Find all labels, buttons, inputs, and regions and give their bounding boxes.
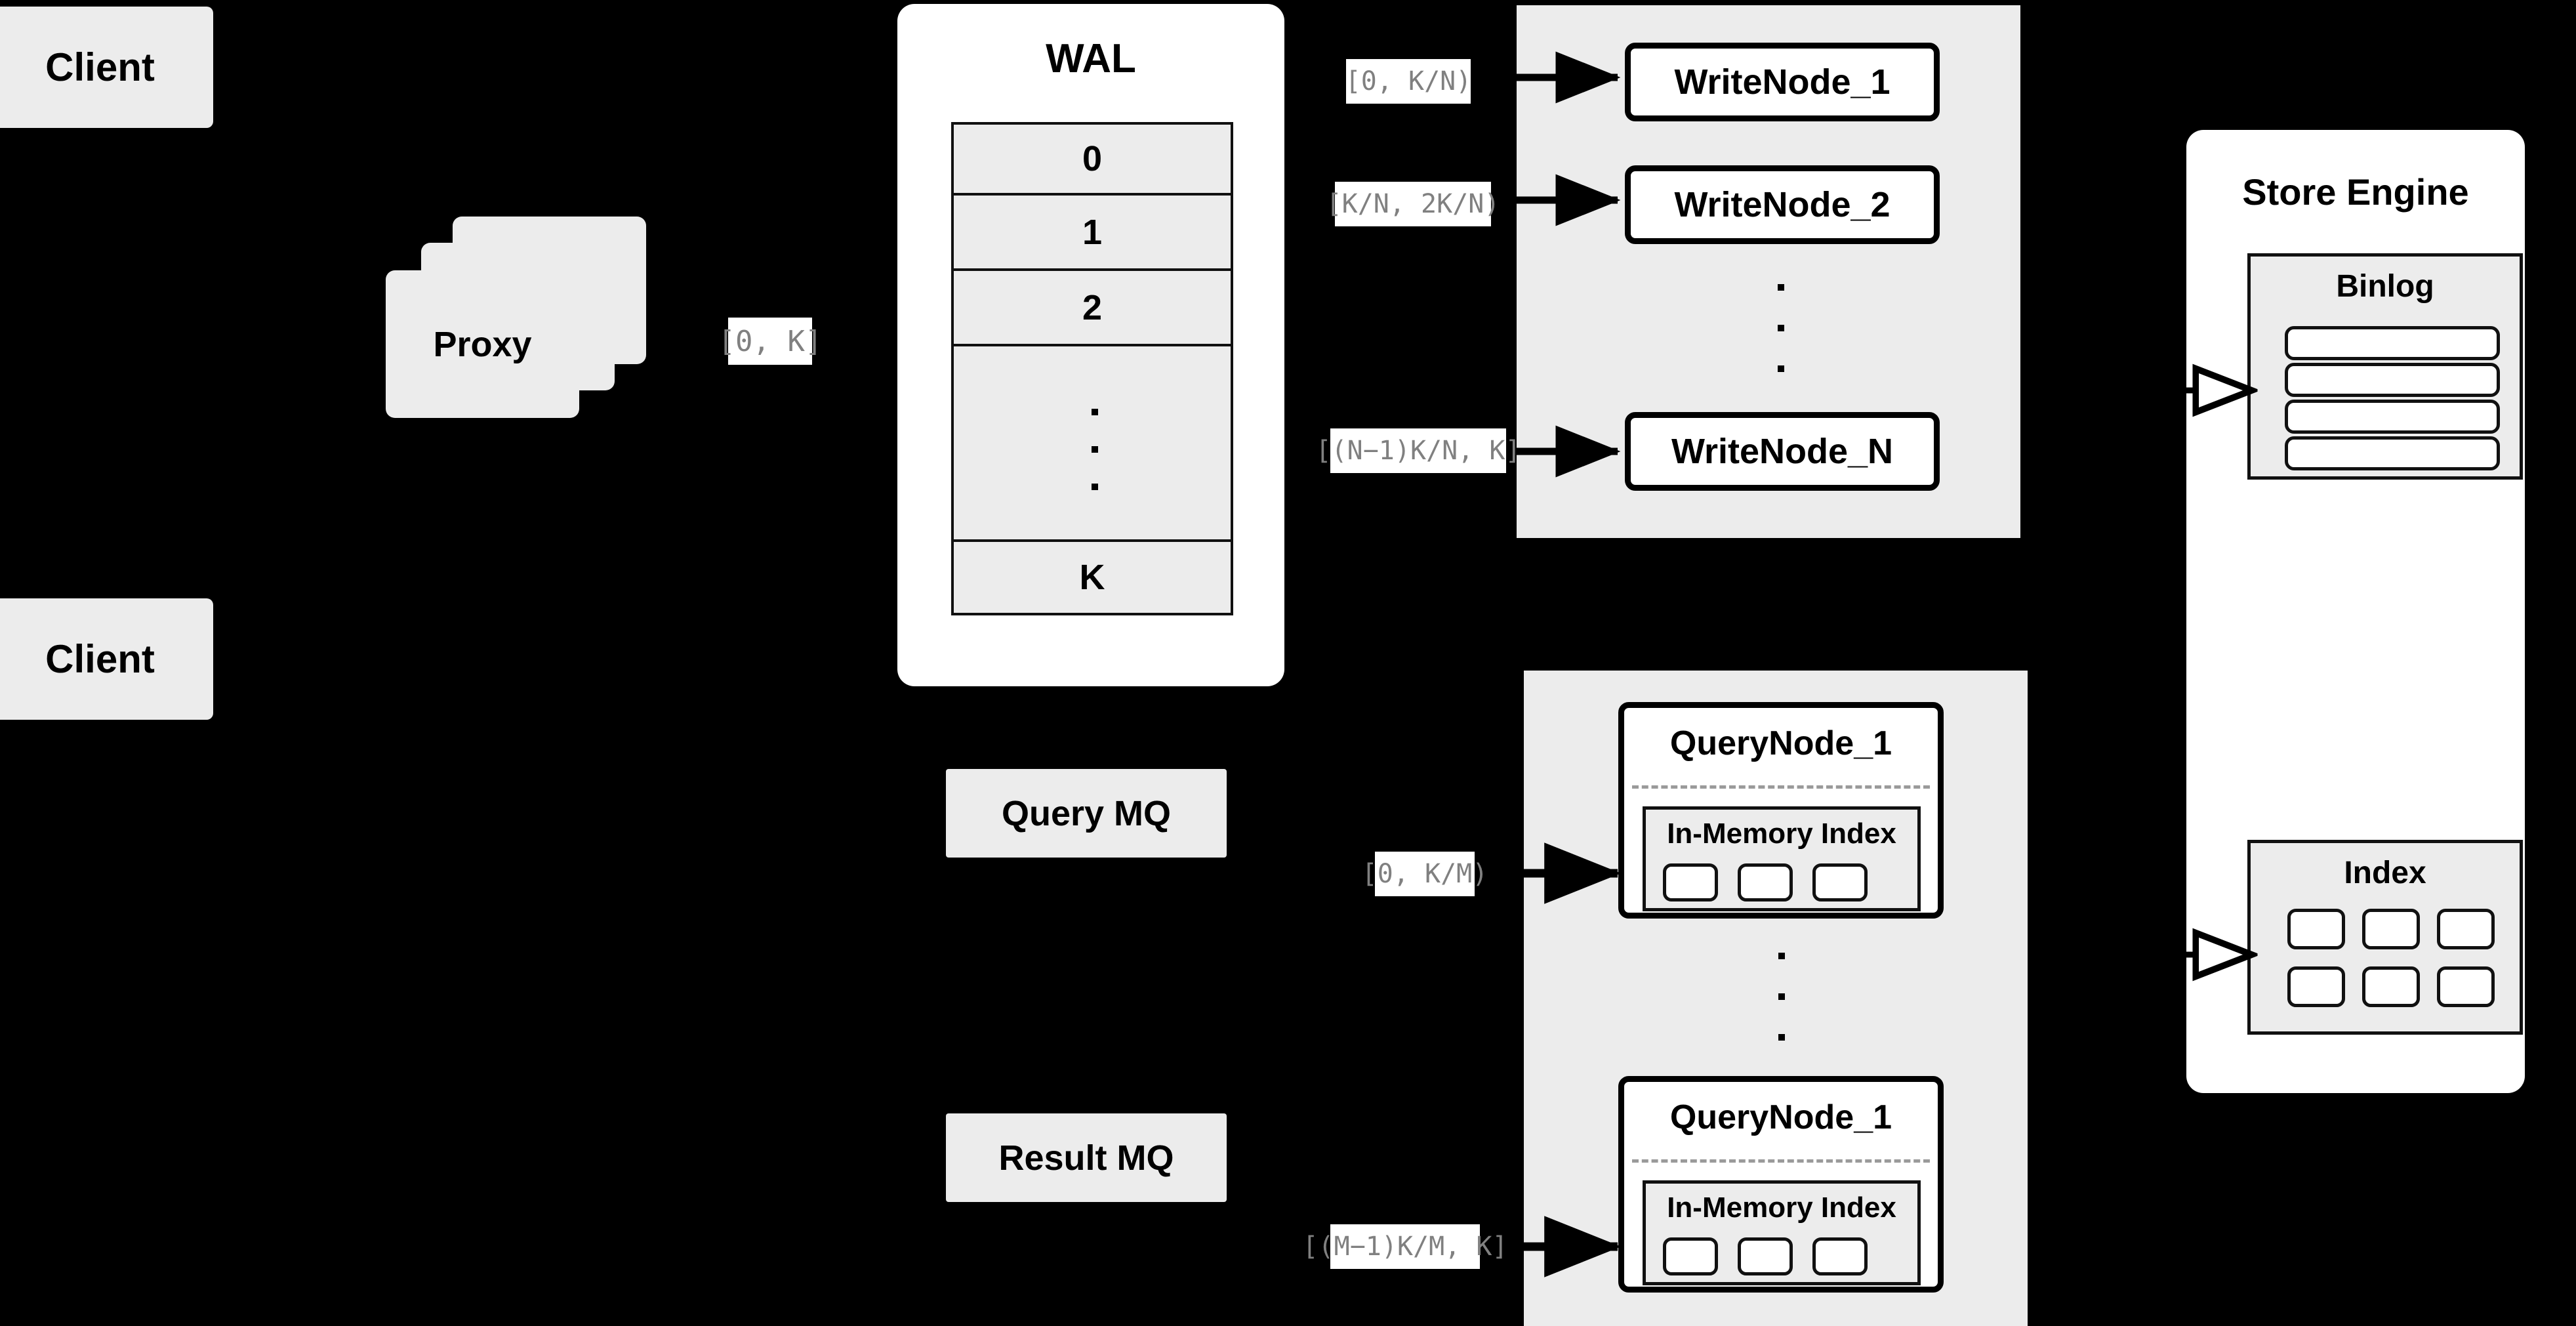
binlog-bar-1: [2285, 326, 2500, 360]
query-node-2-label: QueryNode_1: [1669, 1098, 1892, 1136]
wal-row-label-0: 0: [1082, 139, 1103, 178]
proxy-stack[interactable]: Proxy: [380, 217, 669, 433]
query-node-2-range-text: [(M−1)K/M, K]: [1302, 1232, 1508, 1262]
index-slot-5: [2362, 966, 2420, 1007]
write-node-n[interactable]: WriteNode_N: [1625, 412, 1940, 491]
index-slot-6: [2437, 966, 2495, 1007]
query-node-1-slot-2: [1738, 863, 1793, 901]
wal-row-1: 1: [951, 196, 1233, 271]
query-node-2-slot-3: [1812, 1237, 1868, 1275]
write-node-n-range-label: [(N−1)K/N, K]: [1315, 428, 1521, 473]
query-node-2-inmem-label: In-Memory Index: [1667, 1191, 1896, 1224]
query-node-1-slot-1: [1663, 863, 1718, 901]
wal-ellipsis-dot-3: [1092, 484, 1098, 490]
write-node-1-range-label: [0, K/N): [1345, 59, 1472, 104]
binlog-title: Binlog: [2336, 269, 2434, 304]
query-node-1-label: QueryNode_1: [1669, 724, 1892, 762]
client-label-1: Client: [45, 45, 155, 89]
wal-title: WAL: [1046, 36, 1136, 81]
write-node-n-range-text: [(N−1)K/N, K]: [1315, 436, 1521, 466]
wal-ellipsis-dot-1: [1092, 409, 1098, 415]
query-node-2-separator: [1632, 1159, 1930, 1163]
query-node-cluster: QueryNode_1 In-Memory Index QueryNode_1 …: [1524, 671, 2028, 1326]
query-cluster-ellipsis-dot-1: [1778, 953, 1785, 959]
query-cluster-ellipsis-dot-3: [1778, 1034, 1785, 1041]
write-node-2-range-text: [K/N, 2K/N): [1326, 189, 1500, 219]
client-box-1[interactable]: Client: [0, 7, 213, 128]
proxy-card-front[interactable]: Proxy: [386, 270, 579, 418]
query-node-2-slot-2: [1738, 1237, 1793, 1275]
write-node-2[interactable]: WriteNode_2: [1625, 165, 1940, 244]
index-slot-2: [2362, 909, 2420, 949]
wal-row-label-k: K: [1079, 558, 1105, 597]
query-cluster-ellipsis-dot-2: [1778, 993, 1785, 1000]
write-cluster-ellipsis-dot-3: [1778, 365, 1784, 372]
proxy-range-label: [0, K]: [718, 318, 822, 365]
query-node-2-slot-1: [1663, 1237, 1718, 1275]
index-box: Index: [2247, 840, 2523, 1035]
store-engine-panel: Store Engine Binlog Index: [2186, 130, 2525, 1093]
client-box-2[interactable]: Client: [0, 598, 213, 720]
index-title: Index: [2344, 856, 2426, 890]
wal-row-ellipsis: [951, 346, 1233, 542]
result-mq-label: Result MQ: [998, 1138, 1174, 1178]
wal-row-label-2: 2: [1082, 287, 1103, 327]
binlog-bar-2: [2285, 363, 2500, 397]
index-slot-3: [2437, 909, 2495, 949]
query-mq-box[interactable]: Query MQ: [946, 769, 1227, 858]
write-node-2-label: WriteNode_2: [1674, 185, 1891, 224]
write-node-1-range-text: [0, K/N): [1345, 66, 1472, 96]
query-node-1-separator: [1632, 785, 1930, 789]
wal-row-label-1: 1: [1082, 212, 1103, 252]
binlog-bar-4: [2285, 436, 2500, 470]
write-node-2-range-label: [K/N, 2K/N): [1326, 182, 1500, 226]
query-node-1-range-label: [0, K/M): [1362, 852, 1488, 896]
query-mq-label: Query MQ: [1001, 793, 1172, 833]
query-node-1-inmem-index: In-Memory Index: [1643, 806, 1921, 911]
query-node-1-slot-3: [1812, 863, 1868, 901]
write-node-1[interactable]: WriteNode_1: [1625, 43, 1940, 121]
result-mq-box[interactable]: Result MQ: [946, 1113, 1227, 1202]
index-slot-1: [2287, 909, 2345, 949]
query-node-2-range-label: [(M−1)K/M, K]: [1302, 1224, 1508, 1269]
index-slot-4: [2287, 966, 2345, 1007]
wal-row-0: 0: [951, 122, 1233, 196]
proxy-range-text: [0, K]: [718, 324, 823, 358]
query-node-2[interactable]: QueryNode_1 In-Memory Index: [1618, 1076, 1944, 1293]
query-node-1[interactable]: QueryNode_1 In-Memory Index: [1618, 702, 1944, 919]
proxy-label: Proxy: [433, 324, 532, 364]
write-node-1-label: WriteNode_1: [1674, 62, 1891, 102]
wal-row-2: 2: [951, 271, 1233, 346]
query-node-1-inmem-label: In-Memory Index: [1667, 818, 1896, 850]
wal-panel: WAL 0 1 2 K: [897, 4, 1284, 686]
binlog-box: Binlog: [2247, 253, 2523, 480]
wal-row-k: K: [951, 542, 1233, 615]
client-label-2: Client: [45, 637, 155, 681]
write-cluster-ellipsis-dot-1: [1778, 284, 1784, 291]
write-node-n-label: WriteNode_N: [1671, 432, 1894, 471]
wal-ellipsis-dot-2: [1092, 446, 1098, 453]
wal-table: 0 1 2 K: [951, 122, 1233, 634]
binlog-bar-3: [2285, 400, 2500, 434]
query-node-2-inmem-index: In-Memory Index: [1643, 1180, 1921, 1285]
store-engine-title: Store Engine: [2242, 171, 2469, 213]
query-node-1-range-text: [0, K/M): [1361, 859, 1488, 889]
write-cluster-ellipsis-dot-2: [1778, 325, 1784, 331]
write-node-cluster: WriteNode_1 WriteNode_2 WriteNode_N: [1517, 5, 2020, 538]
